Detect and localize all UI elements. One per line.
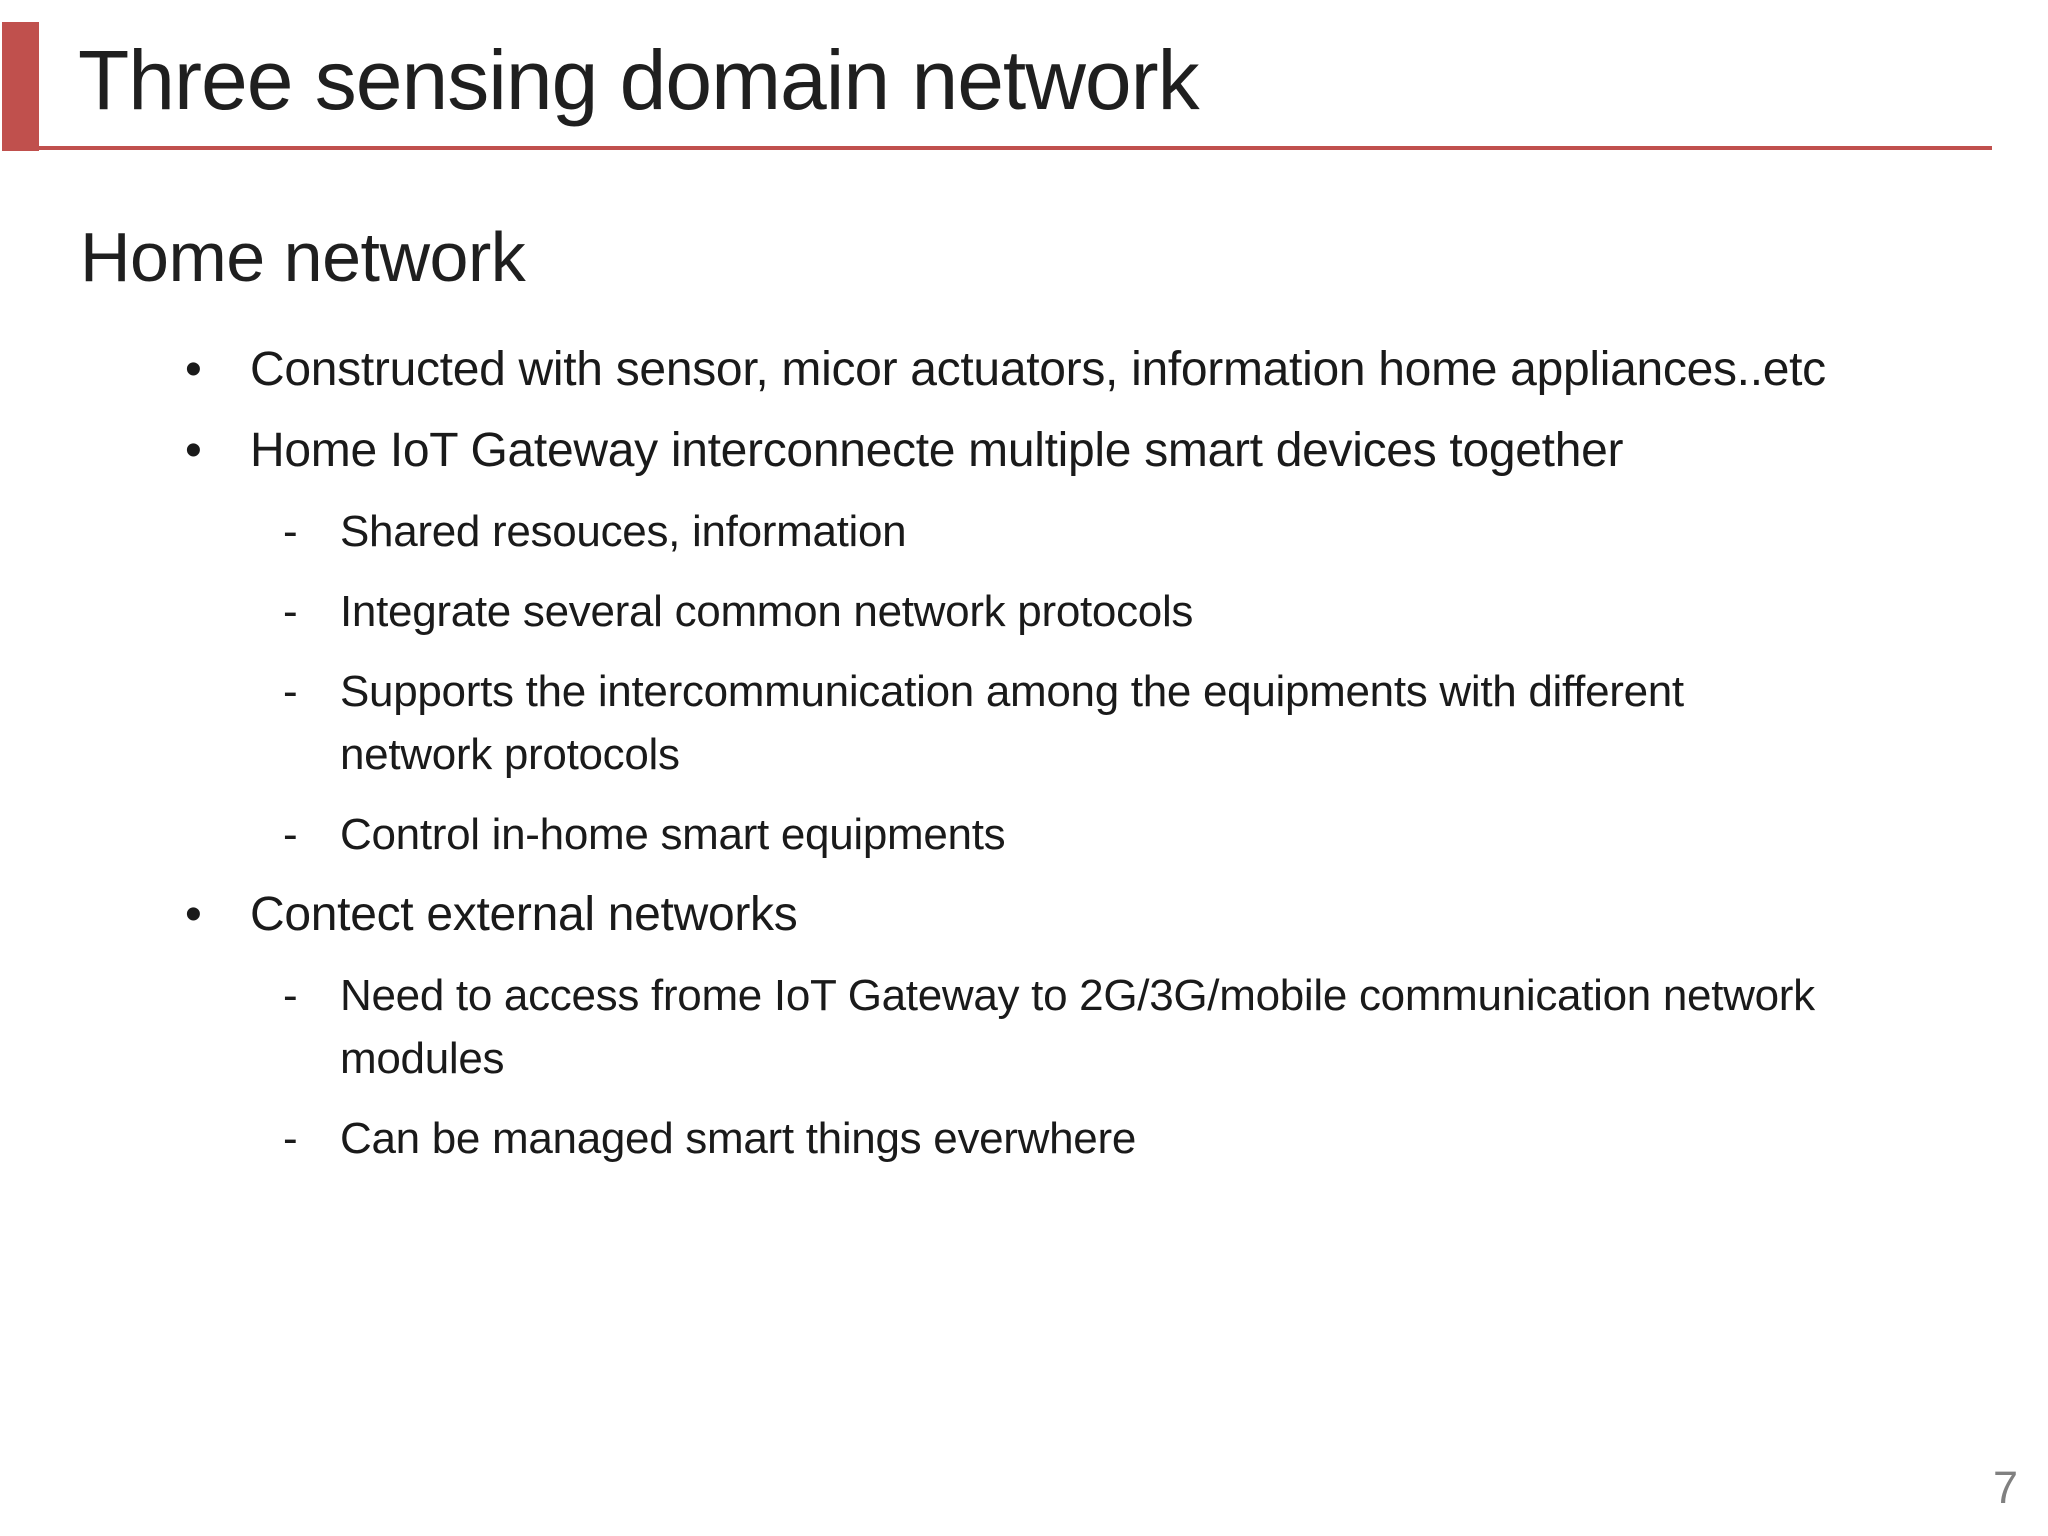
bullet-text: Control in-home smart equipments	[340, 810, 1006, 859]
list-item: - Integrate several common network proto…	[0, 580, 2048, 643]
bullet-text: Can be managed smart things everwhere	[340, 1114, 1137, 1163]
title-accent-bar	[2, 22, 39, 151]
bullet-text: Need to access frome IoT Gateway to 2G/3…	[340, 971, 1815, 1083]
dash-marker: -	[283, 1114, 298, 1163]
dash-marker: -	[283, 810, 298, 859]
page-number: 7	[1993, 1462, 2019, 1513]
dash-marker: -	[283, 507, 298, 556]
list-item: • Contect external networks	[0, 883, 2048, 947]
list-item: - Need to access frome IoT Gateway to 2G…	[0, 964, 2048, 1090]
list-item: • Constructed with sensor, micor actuato…	[0, 338, 2048, 402]
dash-marker: -	[283, 667, 298, 716]
bullet-text: Contect external networks	[250, 888, 798, 941]
bullet-list: • Constructed with sensor, micor actuato…	[0, 338, 2048, 1187]
list-item: - Shared resouces, information	[0, 500, 2048, 563]
title-underline	[2, 146, 1992, 150]
section-heading: Home network	[80, 218, 526, 296]
bullet-text: Home IoT Gateway interconnecte multiple …	[250, 424, 1624, 477]
slide-title: Three sensing domain network	[78, 33, 1200, 127]
bullet-marker: •	[185, 424, 202, 477]
dash-marker: -	[283, 971, 298, 1020]
bullet-marker: •	[185, 343, 202, 396]
bullet-marker: •	[185, 888, 202, 941]
list-item: • Home IoT Gateway interconnecte multipl…	[0, 419, 2048, 483]
dash-marker: -	[283, 587, 298, 636]
bullet-text: Shared resouces, information	[340, 507, 907, 556]
list-item: - Control in-home smart equipments	[0, 803, 2048, 866]
bullet-text: Integrate several common network protoco…	[340, 587, 1194, 636]
list-item: - Supports the intercommunication among …	[0, 660, 2048, 786]
list-item: - Can be managed smart things everwhere	[0, 1107, 2048, 1170]
bullet-text: Constructed with sensor, micor actuators…	[250, 343, 1826, 396]
bullet-text: Supports the intercommunication among th…	[340, 667, 1684, 779]
